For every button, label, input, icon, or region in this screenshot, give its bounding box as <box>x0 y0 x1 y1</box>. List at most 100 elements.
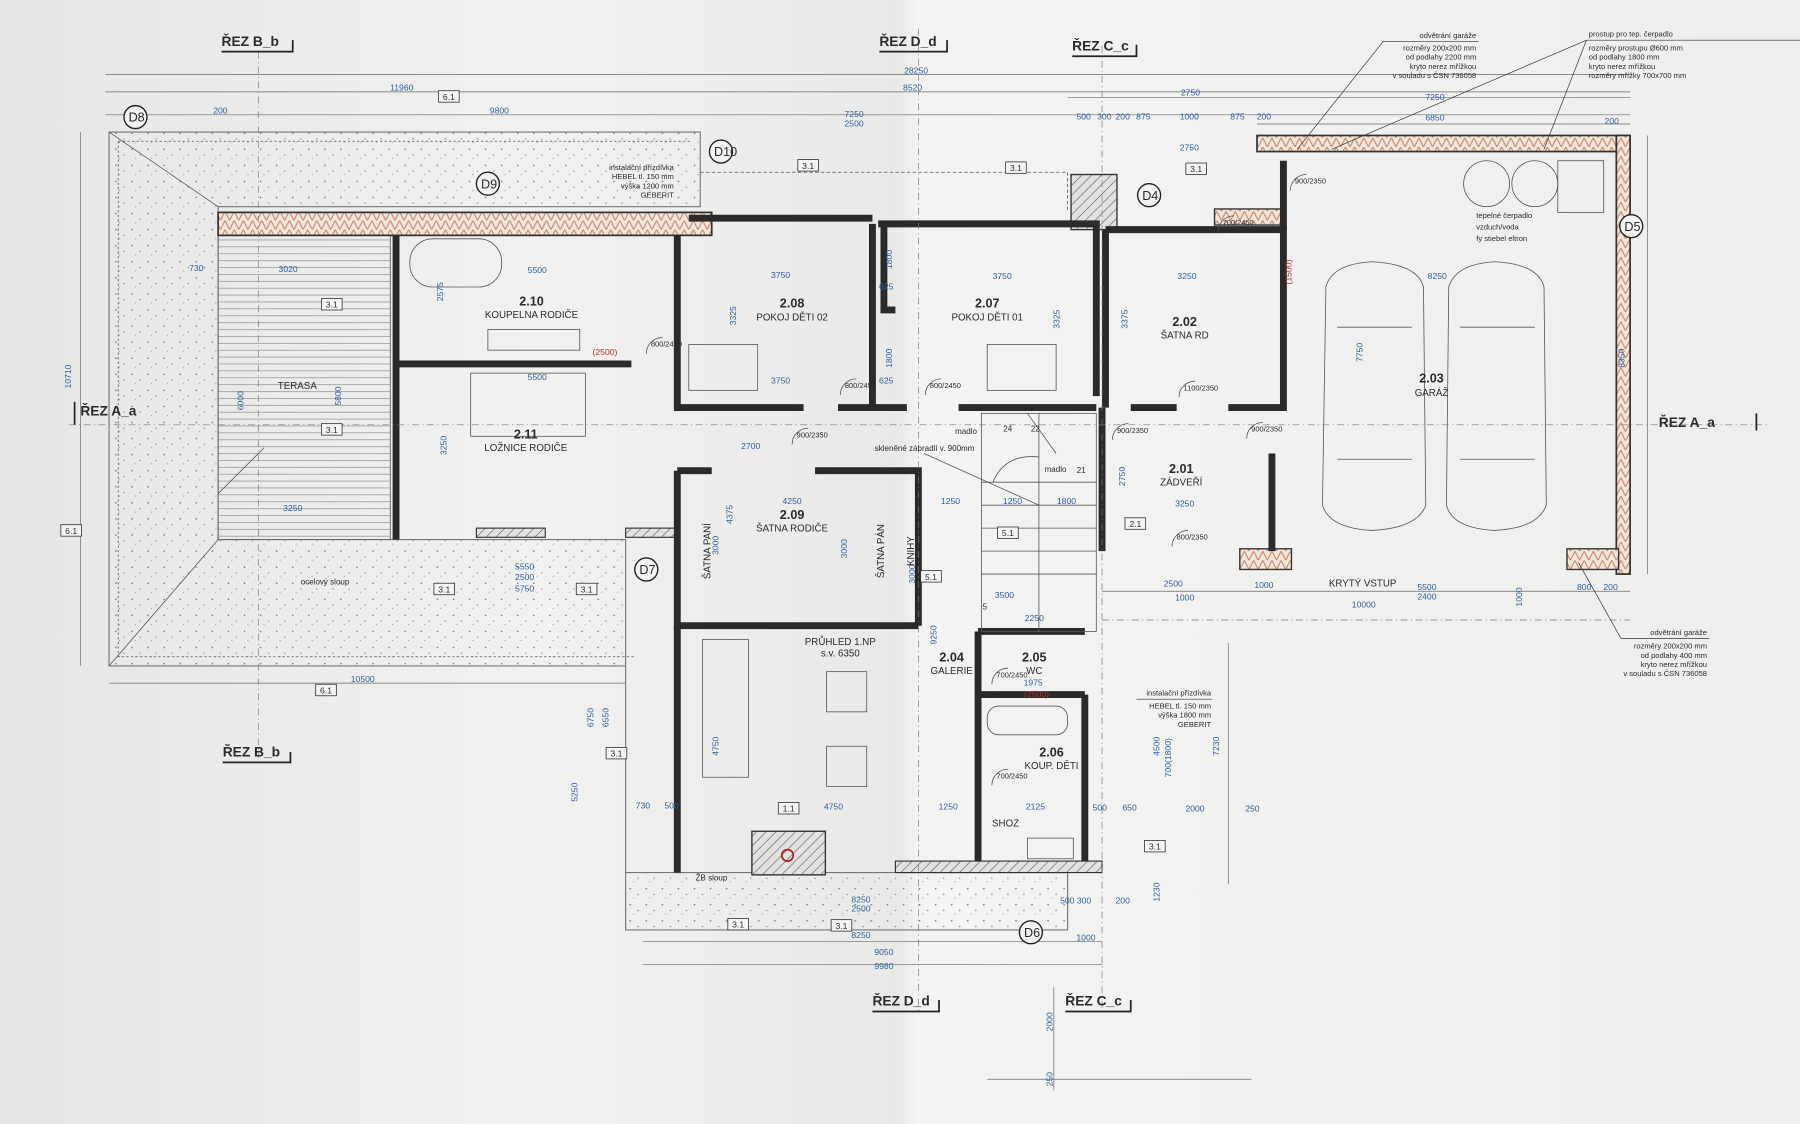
detail-tag: 3.1 <box>1185 162 1207 175</box>
dimension-label: 1250 <box>1003 496 1022 506</box>
note-title: instalační přízdívka <box>609 163 675 172</box>
note-line: kryto nerez mřížkou <box>1641 660 1707 669</box>
note-title: odvětrání garáže <box>1650 628 1707 637</box>
detail-tag: 6.1 <box>60 524 82 537</box>
door-size-label: 800/2450 <box>930 381 961 390</box>
tag-label: 1.1 <box>783 804 795 814</box>
dimension-label: 5550 <box>515 561 534 571</box>
section-label: ŘEZ A_a <box>80 402 136 419</box>
railing-label: skleněné zábradlí v. 900mm <box>875 444 975 453</box>
dimension-label: 7250 <box>845 109 864 119</box>
dimension-label: 7250 <box>1425 92 1444 102</box>
dimension-label: 9800 <box>490 106 509 116</box>
covered-entrance-label: KRYTÝ VSTUP <box>1329 579 1397 590</box>
door-size-label: 1100/2350 <box>1184 383 1219 392</box>
note-garage-vent-top: odvětrání garáže rozměry 200x200 mm od p… <box>1296 31 1479 150</box>
dimension-label: 1800 <box>884 250 894 269</box>
note-line: rozměry 200x200 mm <box>1634 642 1707 651</box>
detail-tag: 3.1 <box>433 582 455 596</box>
dimension-label: 200 <box>213 106 228 116</box>
dimension-label: 4375 <box>724 505 734 524</box>
heat-pump-label: vzduch/voda <box>1476 223 1519 232</box>
door-swing <box>839 378 857 395</box>
room-number: 2.05 <box>1022 650 1047 664</box>
dimension-label: 3020 <box>279 264 298 274</box>
dimension-label: 8350 <box>1616 348 1626 367</box>
room-number: 2.11 <box>514 428 538 442</box>
door-size-label: 900/2350 <box>1117 426 1148 435</box>
terrace-area <box>108 131 1069 931</box>
dimension-label: 3750 <box>771 375 790 385</box>
dimension-label: 3000 <box>711 536 721 555</box>
dimension-label: 2500 <box>1164 579 1183 589</box>
door-swing <box>991 667 1008 685</box>
tag-label: 3.1 <box>326 300 338 310</box>
column-label: ocelový sloup <box>301 577 350 586</box>
dimension-label: 8250 <box>851 930 870 940</box>
plan-labels: TERASA PRŮHLED 1.NP s.v. 6350 ŠATNA PANÍ… <box>278 211 1532 882</box>
room-number: 2.09 <box>780 508 805 522</box>
dimension-label: 250 <box>1045 1072 1055 1087</box>
dimension-label: 200 <box>1116 111 1131 121</box>
dimension-label: 3325 <box>728 306 738 325</box>
note-line: od podlahy 2200 mm <box>1406 53 1477 62</box>
dimension-lines <box>68 28 1768 1091</box>
note-line: od podlahy 400 mm <box>1641 651 1707 660</box>
dimension-label: 2750 <box>1180 142 1199 152</box>
dimension-label: 3750 <box>771 270 790 280</box>
dimension-label: 500 <box>1076 111 1091 121</box>
room-number: 2.01 <box>1169 462 1194 476</box>
room-number: 2.10 <box>519 294 544 308</box>
dimension-label: 2700 <box>741 441 760 451</box>
dimension-label: 500 <box>1093 803 1108 813</box>
dimension-label: 6750 <box>585 708 595 727</box>
tag-label: 3.1 <box>581 584 593 594</box>
axis-label: D4 <box>1142 189 1158 203</box>
section-label: ŘEZ D_d <box>879 32 936 49</box>
room-number: 2.06 <box>1039 746 1064 760</box>
dimension-label: 4750 <box>824 801 843 811</box>
dimension-label: 875 <box>1230 111 1245 121</box>
room-name: POKOJ DĚTI 02 <box>756 312 828 323</box>
note-line: v souladu s ČSN 736058 <box>1623 669 1707 678</box>
dimension-label: 8250 <box>851 894 870 904</box>
note-installation-wall-1: instalační přízdívka HEBEL tl. 150 mm vý… <box>609 163 675 200</box>
furniture <box>409 238 1074 862</box>
books-label: KNIHY <box>906 536 917 566</box>
dimension-label: 300 <box>1097 111 1112 121</box>
door-swing <box>1171 530 1189 547</box>
axis-marker: D7 <box>634 557 659 582</box>
note-installation-wall-2: instalační přízdívka HEBEL tl. 150 mm vý… <box>1136 689 1213 729</box>
dimension-label: 4500 <box>1151 736 1161 755</box>
dimension-label: 1800 <box>1057 496 1076 506</box>
dimension-label: 625 <box>879 375 894 385</box>
dimension-label: 6850 <box>1425 113 1444 123</box>
axis-marker: D5 <box>1619 214 1644 239</box>
closet-label: ŠATNA PANÍ <box>703 523 714 579</box>
note-line: HEBEL tl. 150 mm <box>612 172 674 181</box>
room-name: GALERIE <box>931 666 974 677</box>
tag-label: 3.1 <box>835 921 847 931</box>
tag-label: 6.1 <box>320 685 332 695</box>
dimension-label: 250 <box>1245 804 1260 814</box>
door-swing <box>1246 422 1263 439</box>
dimension-label: 200 <box>1603 582 1618 592</box>
dimension-label: 2750 <box>1181 87 1200 97</box>
tag-label: 2.1 <box>1129 519 1141 529</box>
dimension-label: (2500) <box>1024 689 1049 699</box>
note-line: kryto nerez mřížkou <box>1410 62 1476 71</box>
door-size-label: 700/2450 <box>1223 218 1254 227</box>
tag-label: 5.1 <box>925 572 937 582</box>
dimension-label: 625 <box>879 281 894 291</box>
dimension-label: 2000 <box>1045 1012 1055 1031</box>
dimension-label: 5750 <box>515 583 534 593</box>
dimension-label: 200 <box>1605 116 1620 126</box>
void-label: PRŮHLED 1.NP <box>805 636 876 648</box>
door-size-label: 900/2350 <box>797 430 828 439</box>
dimension-label: 3375 <box>1119 309 1129 328</box>
detail-tag: 2.1 <box>1124 517 1147 530</box>
